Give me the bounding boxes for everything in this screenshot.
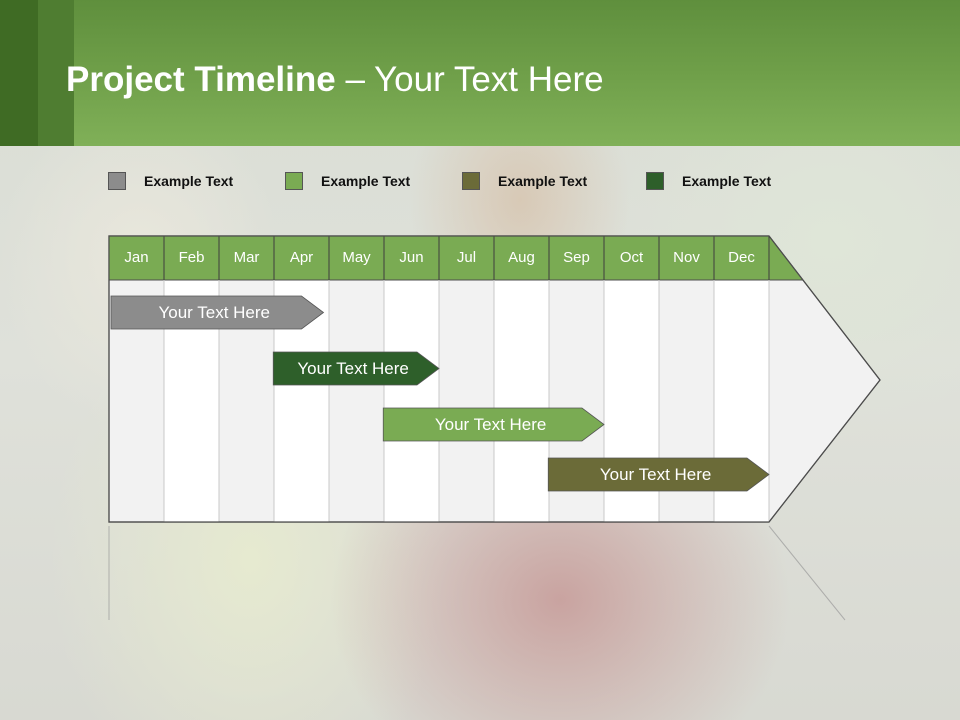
timeline-bar-3 bbox=[382, 407, 605, 442]
legend-label-3: Example Text bbox=[498, 173, 588, 189]
month-label-oct: Oct bbox=[619, 249, 644, 266]
timeline-bar-2 bbox=[272, 351, 440, 386]
timeline-arrow-outline bbox=[108, 235, 881, 523]
timeline-bar-4 bbox=[547, 457, 770, 492]
legend-item-1: Example Text bbox=[108, 170, 233, 192]
month-column-aug bbox=[494, 280, 549, 522]
title-rest: – Your Text Here bbox=[335, 60, 604, 99]
legend-label-4: Example Text bbox=[682, 173, 772, 189]
timeline-bar-1 bbox=[110, 295, 325, 330]
legend-swatch-4 bbox=[646, 172, 664, 190]
timeline-bar-label-4: Your Text Here bbox=[599, 465, 712, 484]
month-label-jul: Jul bbox=[456, 249, 477, 266]
title-bold: Project Timeline bbox=[66, 60, 336, 99]
timeline-bar-label-2: Your Text Here bbox=[297, 359, 409, 378]
legend-item-2: Example Text bbox=[285, 170, 410, 192]
reflection-line-right bbox=[768, 525, 846, 621]
month-label-nov: Nov bbox=[673, 249, 700, 266]
legend-label-1: Example Text bbox=[144, 173, 234, 189]
timeline-bar-label-1: Your Text Here bbox=[158, 303, 270, 322]
slide-title: Project Timeline – Your Text Here bbox=[66, 60, 604, 100]
header-accent-strip-light bbox=[38, 0, 74, 146]
month-label-jun: Jun bbox=[399, 249, 424, 266]
legend-item-4: Example Text bbox=[646, 170, 771, 192]
timeline-bar-label-3: Your Text Here bbox=[434, 415, 547, 434]
month-label-feb: Feb bbox=[178, 249, 205, 266]
month-label-apr: Apr bbox=[289, 249, 314, 266]
month-label-sep: Sep bbox=[563, 249, 590, 266]
month-label-aug: Aug bbox=[508, 249, 535, 266]
legend-swatch-1 bbox=[108, 172, 126, 190]
legend-item-3: Example Text bbox=[462, 170, 587, 192]
month-label-jan: Jan bbox=[124, 249, 149, 266]
legend-label-2: Example Text bbox=[321, 173, 411, 189]
legend-swatch-3 bbox=[462, 172, 480, 190]
header-accent-strip bbox=[0, 0, 38, 146]
month-label-may: May bbox=[342, 249, 371, 266]
legend-swatch-2 bbox=[285, 172, 303, 190]
month-label-dec: Dec bbox=[728, 249, 755, 266]
slide-header: Project Timeline – Your Text Here bbox=[0, 0, 960, 146]
month-column-jun bbox=[384, 280, 439, 522]
month-label-mar: Mar bbox=[233, 249, 260, 266]
